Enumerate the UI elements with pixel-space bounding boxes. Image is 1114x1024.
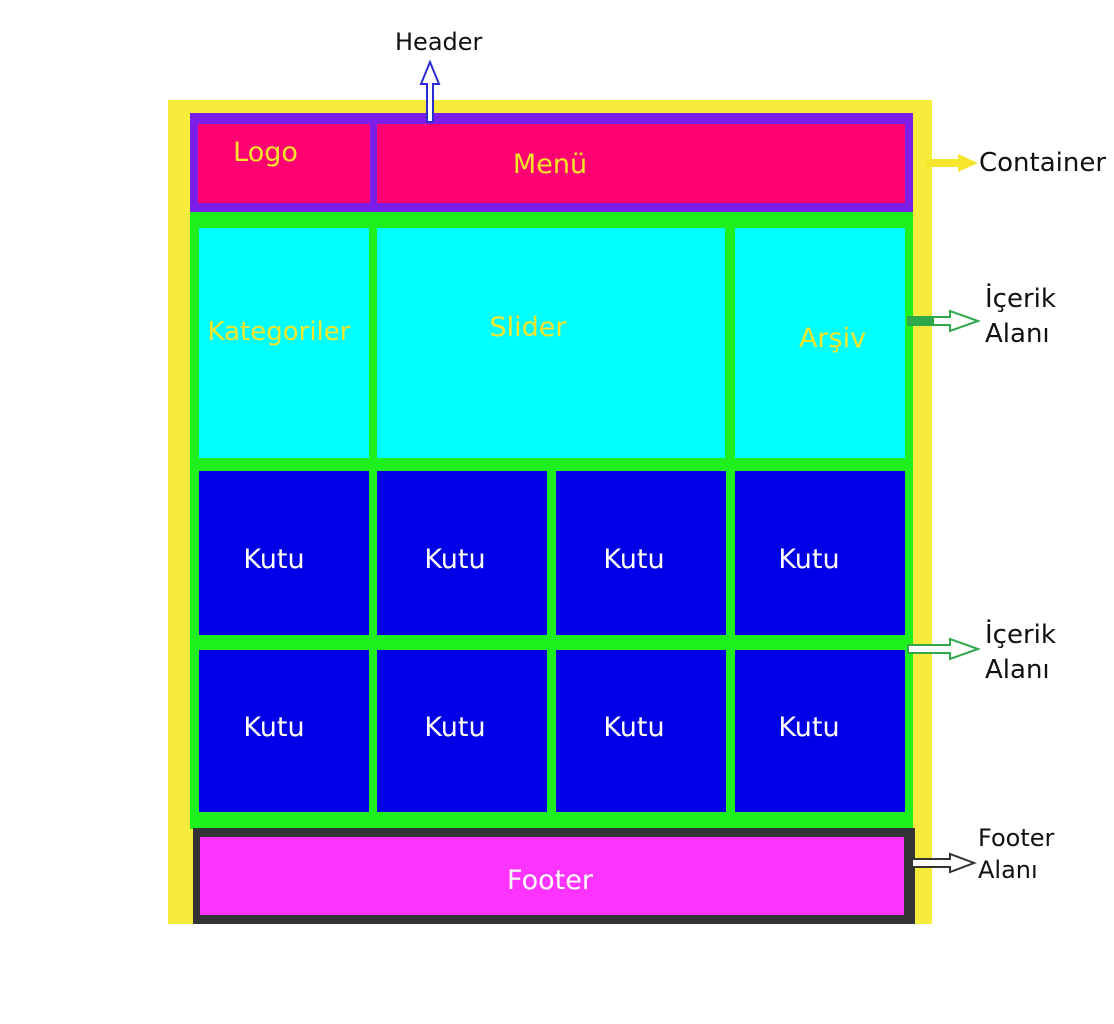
header-arrow-icon xyxy=(419,59,441,123)
kutu-box xyxy=(199,650,369,812)
categories-label: Kategoriler xyxy=(207,317,351,347)
header-annotation: Header xyxy=(395,28,483,56)
content-arrow-icon xyxy=(907,637,981,661)
kutu-box xyxy=(377,471,547,635)
menu-box xyxy=(377,124,905,203)
kutu-box xyxy=(735,650,905,812)
footer-label: Footer xyxy=(507,864,593,896)
archive-label: Arşiv xyxy=(798,322,867,354)
kutu-label: Kutu xyxy=(778,543,840,575)
logo-box xyxy=(198,124,370,203)
categories-box xyxy=(199,228,369,458)
content-arrow-icon xyxy=(907,309,981,333)
kutu-label: Kutu xyxy=(243,711,305,743)
kutu-label: Kutu xyxy=(424,543,486,575)
container-annotation: Container xyxy=(979,148,1107,178)
footer-box xyxy=(200,837,904,915)
menu-label: Menü xyxy=(512,148,588,180)
kutu-label: Kutu xyxy=(603,543,665,575)
kutu-label: Kutu xyxy=(243,543,305,575)
footer-area-annotation: Footer Alanı xyxy=(978,824,1055,885)
archive-box xyxy=(735,228,905,458)
content-area-annotation: İçerik Alanı xyxy=(985,284,1056,350)
kutu-box xyxy=(556,471,726,635)
logo-label: Logo xyxy=(233,136,298,168)
footer-arrow-icon xyxy=(911,852,977,874)
kutu-box xyxy=(199,471,369,635)
slider-box xyxy=(377,228,725,458)
kutu-box xyxy=(377,650,547,812)
kutu-label: Kutu xyxy=(424,711,486,743)
container-arrow-icon xyxy=(926,154,978,172)
kutu-label: Kutu xyxy=(778,711,840,743)
kutu-box xyxy=(556,650,726,812)
kutu-label: Kutu xyxy=(603,711,665,743)
kutu-box xyxy=(735,471,905,635)
slider-label: Slider xyxy=(489,311,567,343)
content-area-annotation: İçerik Alanı xyxy=(985,620,1056,686)
